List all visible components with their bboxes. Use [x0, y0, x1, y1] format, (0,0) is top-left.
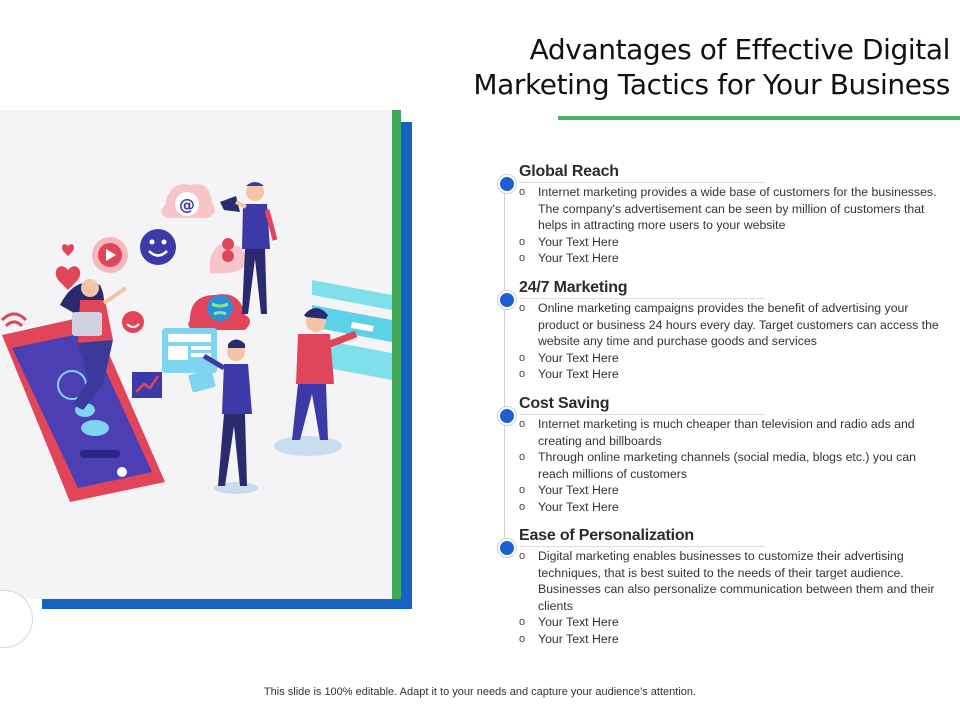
- section-ease-of-personalization: Ease of Personalization o Digital marketi…: [498, 526, 939, 647]
- list-item: o Digital marketing enables businesses to…: [519, 548, 939, 614]
- list-item: o Internet marketing is much cheaper than…: [519, 416, 939, 449]
- list-item-text: Digital marketing enables businesses to …: [538, 549, 935, 613]
- section-cost-saving: Cost Saving o Internet marketing is much …: [498, 394, 939, 515]
- timeline-line: [504, 180, 505, 550]
- bullet-glyph: o: [519, 550, 526, 562]
- section-global-reach: Global Reach o Internet marketing provide…: [498, 162, 939, 267]
- list-item: o Your Text Here: [519, 250, 939, 267]
- timeline-dot: [498, 291, 516, 309]
- timeline-dot: [498, 175, 516, 193]
- presenter-man-figure: [188, 339, 258, 494]
- section-items: o Internet marketing provides a wide base…: [519, 184, 939, 267]
- timeline-dot: [498, 407, 516, 425]
- list-item-text: Internet marketing is much cheaper than …: [538, 417, 915, 448]
- wifi-icon: [0, 312, 28, 328]
- play-video-icon: [92, 237, 128, 273]
- bullet-glyph: o: [519, 484, 526, 496]
- section-items: o Online marketing campaigns provides the…: [519, 300, 939, 383]
- section-items: o Digital marketing enables businesses to…: [519, 548, 939, 647]
- digital-marketing-illustration: @: [0, 110, 392, 599]
- bullet-glyph: o: [519, 451, 526, 463]
- bullet-glyph: o: [519, 616, 526, 628]
- list-item-text: Your Text Here: [538, 350, 619, 365]
- slide-title-line-2: Marketing Tactics for Your Business: [473, 68, 950, 101]
- smiley-emoji-icon: [140, 229, 176, 265]
- list-item: o Internet marketing provides a wide base…: [519, 184, 939, 234]
- bullet-glyph: o: [519, 302, 526, 314]
- email-at-icon: @: [161, 184, 216, 218]
- illustration-frame: @: [0, 110, 420, 610]
- illustration-green-strip: [392, 110, 401, 599]
- list-item: o Your Text Here: [519, 482, 939, 499]
- list-item-text: Your Text Here: [538, 234, 619, 249]
- list-item-text: Online marketing campaigns provides the …: [538, 301, 939, 348]
- list-item-text: Your Text Here: [538, 483, 619, 497]
- list-item-text: Your Text Here: [538, 367, 619, 381]
- growth-chart-icon: [132, 372, 162, 398]
- bullet-glyph: o: [519, 186, 526, 198]
- title-underline: [558, 116, 960, 120]
- section-heading: Cost Saving: [519, 394, 765, 415]
- list-item: o Your Text Here: [519, 234, 939, 251]
- bullet-glyph: o: [519, 418, 526, 430]
- list-item-text: Internet marketing provides a wide base …: [538, 185, 937, 232]
- heart-icon: [55, 244, 81, 290]
- list-item-text: Your Text Here: [538, 499, 619, 514]
- globe-cloud-icon: [188, 294, 250, 330]
- at-symbol: @: [179, 195, 195, 214]
- bullet-glyph: o: [519, 351, 526, 364]
- bullet-glyph: o: [519, 252, 526, 264]
- list-item: o Your Text Here: [519, 614, 939, 631]
- section-24-7-marketing: 24/7 Marketing o Online marketing campaig…: [498, 278, 939, 383]
- list-item: o Your Text Here: [519, 350, 939, 367]
- slide-title: Advantages of Effective Digital Marketin…: [350, 32, 950, 102]
- footer-note: This slide is 100% editable. Adapt it to…: [263, 686, 697, 698]
- bullet-glyph: o: [519, 235, 526, 248]
- man-with-megaphone-figure: [220, 182, 278, 314]
- slide-title-line-1: Advantages of Effective Digital: [529, 33, 951, 66]
- timeline-dot: [498, 539, 516, 557]
- list-item: o Your Text Here: [519, 366, 939, 383]
- list-item-text: Your Text Here: [538, 615, 619, 629]
- section-heading: 24/7 Marketing: [519, 278, 765, 299]
- banner-screens-graphic: [312, 280, 392, 380]
- list-item: o Your Text Here: [519, 499, 939, 516]
- woman-figure: [60, 279, 128, 410]
- section-items: o Internet marketing is much cheaper than…: [519, 416, 939, 515]
- bullet-glyph: o: [519, 500, 526, 513]
- man-in-red-figure: [274, 308, 358, 456]
- section-heading: Global Reach: [519, 162, 765, 183]
- list-item: o Your Text Here: [519, 631, 939, 648]
- webpage-board-graphic: [162, 328, 217, 373]
- list-item-text: Through online marketing channels (socia…: [538, 450, 916, 481]
- list-item-text: Your Text Here: [538, 251, 619, 265]
- list-item: o Online marketing campaigns provides the…: [519, 300, 939, 350]
- list-item-text: Your Text Here: [538, 631, 619, 646]
- smile-emoji-icon: [122, 311, 144, 333]
- section-heading: Ease of Personalization: [519, 526, 765, 547]
- list-item: o Through online marketing channels (soci…: [519, 449, 939, 482]
- location-pin-icon: [210, 238, 246, 274]
- bullet-glyph: o: [519, 632, 526, 645]
- bullet-glyph: o: [519, 368, 526, 380]
